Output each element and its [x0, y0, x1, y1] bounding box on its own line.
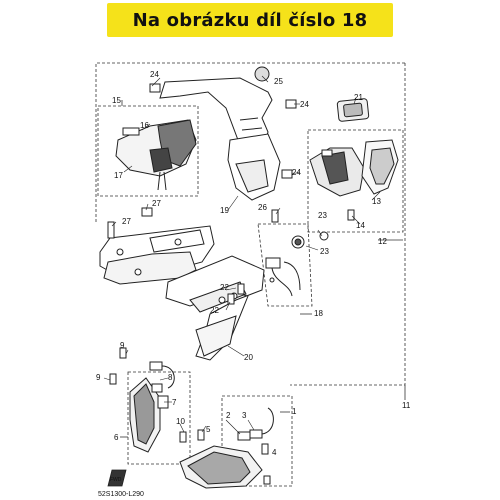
- callout-1: 1: [292, 407, 297, 416]
- callout-12: 12: [378, 237, 387, 246]
- callout-19: 19: [220, 206, 229, 215]
- outline-group-1: [221, 395, 293, 487]
- nut-27b: [141, 207, 153, 217]
- rear-fender-bracket: [159, 77, 281, 201]
- callout-20: 20: [244, 353, 253, 362]
- callout-10: 10: [176, 417, 185, 426]
- callout-6: 6: [114, 433, 119, 442]
- callout-24: 24: [300, 100, 309, 109]
- bolt-26: [271, 209, 279, 223]
- callout-9: 9: [120, 341, 125, 350]
- rear-turn-signal-right: [309, 139, 399, 197]
- fastener-24a: [149, 83, 161, 93]
- callout-13: 13: [372, 197, 381, 206]
- callout-14: 14: [356, 221, 365, 230]
- callout-3: 3: [242, 411, 247, 420]
- callout-27: 27: [122, 217, 131, 226]
- fastener-24c: [281, 169, 293, 179]
- callout-21: 21: [354, 93, 363, 102]
- callout-22: 22: [210, 306, 219, 315]
- callout-5: 5: [206, 425, 211, 434]
- callout-18: 18: [314, 309, 323, 318]
- group-outlines: [95, 62, 406, 487]
- page-title: Na obrázku díl číslo 18: [132, 9, 368, 31]
- callout-26: 26: [258, 203, 267, 212]
- callout-24: 24: [292, 168, 301, 177]
- bolt-5: [197, 429, 205, 441]
- bolt-14: [347, 209, 355, 221]
- callout-15: 15: [112, 96, 121, 105]
- bolt-9b: [109, 373, 117, 385]
- bolt-9a: [119, 347, 127, 359]
- socket-cord-assembly: [265, 231, 329, 297]
- bolt-22b: [237, 283, 245, 295]
- callout-9: 9: [96, 373, 101, 382]
- callout-24: 24: [150, 70, 159, 79]
- callout-labels: 24 25 24 21 15 16 17 24 13 14 12 19 26 2…: [96, 70, 411, 457]
- rear-turn-signal-left: [129, 361, 175, 453]
- outline-group-6: [127, 371, 191, 465]
- license-light: [336, 98, 370, 122]
- lower-bracket: [165, 255, 265, 361]
- bolt-4: [261, 443, 269, 455]
- callout-4: 4: [272, 448, 277, 457]
- callout-17: 17: [114, 171, 123, 180]
- fwd-marker: FWD: [107, 469, 127, 487]
- outline-group-15: [97, 105, 199, 197]
- outline-group-12: [307, 129, 404, 233]
- rear-turn-signal-lower: [179, 407, 274, 489]
- license-plate-bracket: [99, 225, 215, 285]
- callout-27: 27: [152, 199, 161, 208]
- callout-8: 8: [168, 373, 173, 382]
- outline-group-18: [257, 223, 313, 307]
- bolt-10: [179, 431, 187, 443]
- bolt-22a: [227, 293, 235, 305]
- callout-25: 25: [274, 77, 283, 86]
- tail-light-assembly: [115, 119, 197, 191]
- title-banner: Na obrázku díl číslo 18: [107, 3, 393, 37]
- fasteners: [107, 66, 355, 485]
- fastener-25: [254, 66, 270, 82]
- bolt-27a: [107, 221, 115, 239]
- callout-22: 22: [220, 283, 229, 292]
- fwd-label: FWD: [110, 477, 122, 483]
- callout-16: 16: [140, 121, 149, 130]
- outline-main: [95, 62, 405, 224]
- callout-23: 23: [320, 247, 329, 256]
- callout-23: 23: [318, 211, 327, 220]
- callout-2: 2: [226, 411, 231, 420]
- bolt-4b: [263, 475, 271, 485]
- callout-11: 11: [402, 401, 411, 410]
- figure-code: 52S1300-L290: [98, 491, 144, 498]
- callout-7: 7: [172, 398, 177, 407]
- leader-lines: [103, 75, 381, 435]
